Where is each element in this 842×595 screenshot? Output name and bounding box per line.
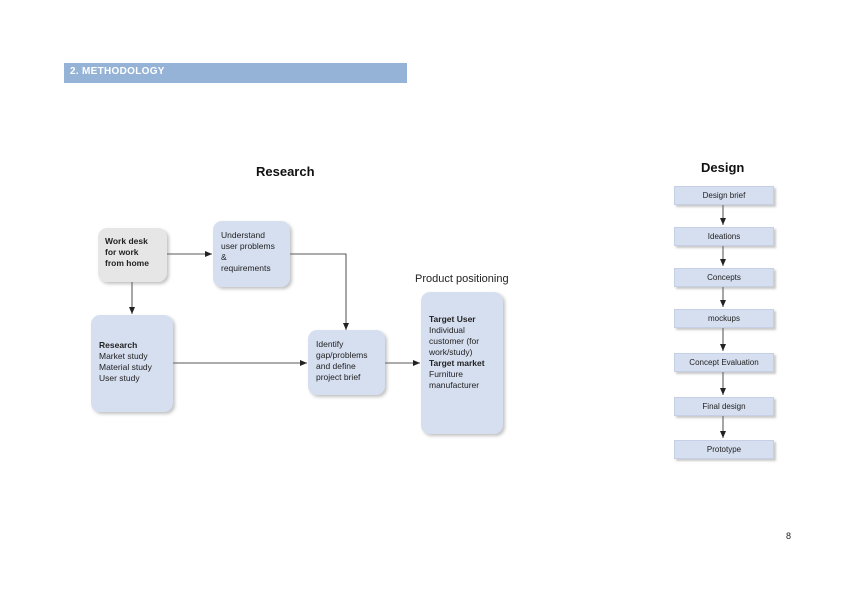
target-user-line: Individual <box>429 325 465 335</box>
section-header-bar: 2. METHODOLOGY <box>64 63 407 83</box>
design-step-final-design: Final design <box>674 397 774 416</box>
product-positioning-label: Product positioning <box>415 273 509 285</box>
design-step-mockups: mockups <box>674 309 774 328</box>
understand-box: Understand user problems & requirements <box>213 221 290 287</box>
design-step-concept-evaluation: Concept Evaluation <box>674 353 774 372</box>
page-number: 8 <box>786 531 792 541</box>
arrow-understand-to-identify <box>290 253 349 330</box>
target-market-heading: Target market <box>429 358 485 368</box>
target-user-line: customer (for <box>429 336 480 346</box>
identify-box: Identify gap/problems and define project… <box>308 330 385 395</box>
design-step-prototype: Prototype <box>674 440 774 459</box>
research-box-item: Material study <box>99 362 152 372</box>
work-desk-line: for work <box>105 247 139 257</box>
work-desk-line: from home <box>105 258 149 268</box>
design-title: Design <box>701 160 745 175</box>
research-box-heading: Research <box>99 340 138 350</box>
understand-line: & <box>221 252 227 262</box>
design-step-design-brief: Design brief <box>674 186 774 205</box>
research-box-item: User study <box>99 373 140 383</box>
target-market-line: manufacturer <box>429 380 480 390</box>
understand-line: user problems <box>221 241 275 251</box>
identify-line: project brief <box>316 372 361 382</box>
identify-line: and define <box>316 361 356 371</box>
work-desk-line: Work desk <box>105 236 148 246</box>
research-box-item: Market study <box>99 351 148 361</box>
design-step-ideations: Ideations <box>674 227 774 246</box>
work-desk-box: Work desk for work from home <box>98 228 167 282</box>
identify-line: Identify <box>316 339 344 349</box>
research-box: Research Market study Material study Use… <box>91 315 173 412</box>
understand-line: Understand <box>221 230 265 240</box>
section-title: 2. METHODOLOGY <box>70 66 165 77</box>
identify-line: gap/problems <box>316 350 368 360</box>
target-user-heading: Target User <box>429 314 476 324</box>
product-positioning-box: Target User Individual customer (for wor… <box>421 292 503 434</box>
understand-line: requirements <box>221 263 271 273</box>
research-title: Research <box>256 164 315 179</box>
design-step-concepts: Concepts <box>674 268 774 287</box>
target-market-line: Furniture <box>429 369 464 379</box>
target-user-line: work/study) <box>429 347 473 357</box>
